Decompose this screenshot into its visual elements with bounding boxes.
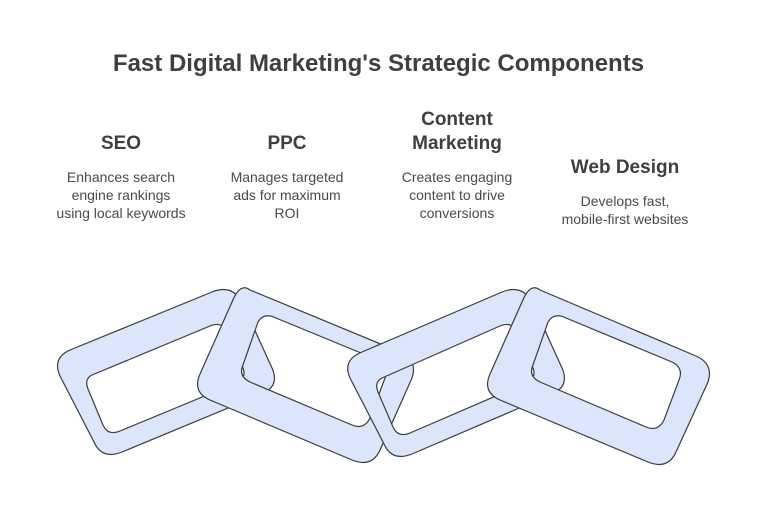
desc-line: ROI [274, 205, 300, 221]
desc-line: Manages targeted [230, 169, 344, 185]
component-ppc: PPC Manages targeted ads for maximum ROI [202, 132, 372, 222]
heading-line: Content [421, 109, 493, 130]
component-description: Enhances search engine rankings using lo… [36, 168, 206, 222]
desc-line: Enhances search [66, 169, 176, 185]
desc-line: Develops fast, [580, 193, 670, 209]
heading-line: Marketing [412, 133, 502, 154]
component-heading: PPC [267, 133, 307, 154]
desc-line: using local keywords [56, 205, 186, 221]
desc-line: content to drive [409, 187, 505, 203]
component-heading: Web Design [570, 157, 680, 178]
component-description: Creates engaging content to drive conver… [372, 168, 542, 222]
desc-line: Creates engaging [401, 169, 513, 185]
chain-link-web-design [487, 287, 711, 465]
component-heading: SEO [100, 133, 142, 154]
desc-line: mobile-first websites [561, 211, 689, 227]
component-heading: Content Marketing [372, 108, 542, 156]
component-web-design: Web Design Develops fast, mobile-first w… [540, 156, 710, 228]
component-content-marketing: Content Marketing Creates engaging conte… [372, 108, 542, 222]
desc-line: ads for maximum [233, 187, 341, 203]
component-seo: SEO Enhances search engine rankings usin… [36, 132, 206, 222]
component-description: Develops fast, mobile-first websites [540, 192, 710, 228]
diagram-title: Fast Digital Marketing's Strategic Compo… [112, 50, 645, 77]
desc-line: conversions [419, 205, 495, 221]
desc-line: engine rankings [71, 187, 171, 203]
component-description: Manages targeted ads for maximum ROI [202, 168, 372, 222]
